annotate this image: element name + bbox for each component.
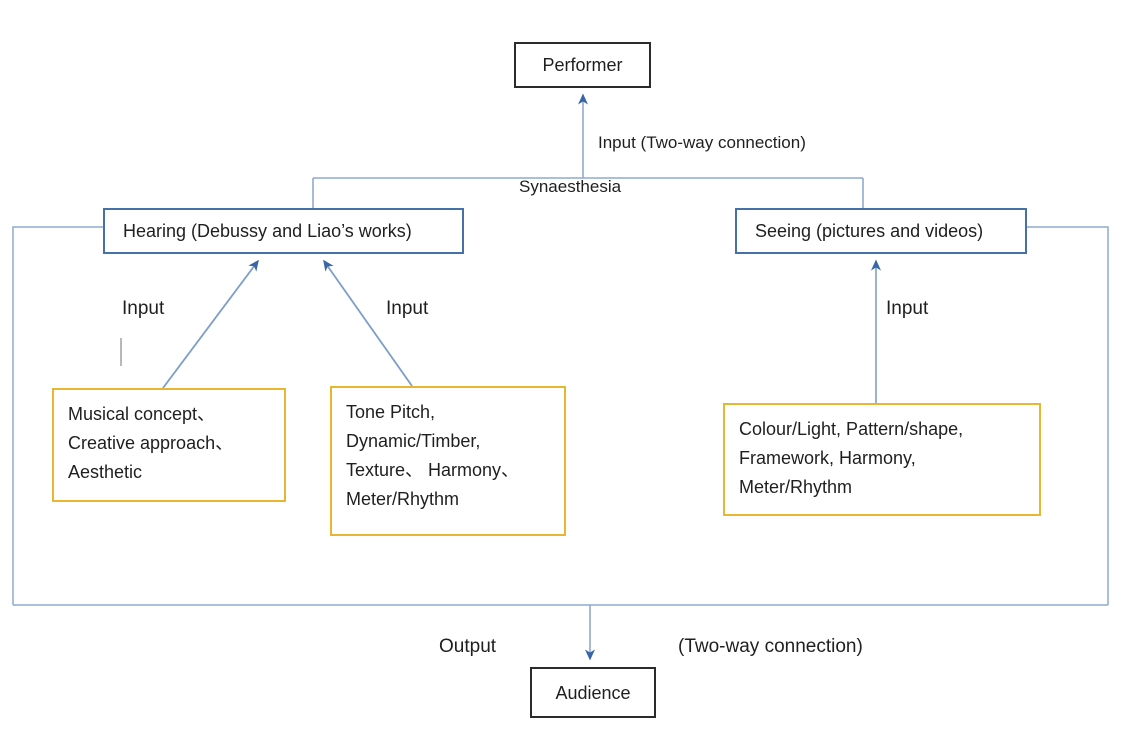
node-hearing-label: Hearing (Debussy and Liao’s works) [123, 221, 412, 241]
node-performer-label: Performer [542, 55, 623, 75]
node-hearing-attributes-left-label: Musical concept、 Creative approach、 Aest… [68, 404, 234, 483]
edge-label-output: Output [439, 636, 497, 657]
edge-label-synaesthesia: Synaesthesia [519, 177, 622, 196]
edge-musical-concept-to-hearing [162, 259, 259, 389]
node-seeing[interactable]: Seeing (pictures and videos) [735, 208, 1027, 254]
node-seeing-attributes[interactable]: Colour/Light, Pattern/shape, Framework, … [723, 403, 1041, 516]
node-seeing-label: Seeing (pictures and videos) [755, 221, 984, 241]
node-audience[interactable]: Audience [530, 667, 656, 718]
node-hearing[interactable]: Hearing (Debussy and Liao’s works) [103, 208, 464, 254]
node-performer[interactable]: Performer [514, 42, 651, 88]
node-hearing-attributes-left[interactable]: Musical concept、 Creative approach、 Aest… [52, 388, 286, 502]
edge-tone-pitch-to-hearing [323, 259, 413, 387]
edge-label-input-hearing-left: Input [122, 298, 165, 319]
edge-label-input-performer: Input (Two-way connection) [598, 133, 806, 152]
edge-label-input-seeing: Input [886, 298, 929, 319]
node-hearing-attributes-right-label: Tone Pitch, Dynamic/Timber, Texture、 Har… [346, 402, 520, 510]
node-seeing-attributes-label: Colour/Light, Pattern/shape, Framework, … [739, 419, 964, 498]
node-audience-label: Audience [555, 682, 631, 703]
edge-label-twoway-bottom: (Two-way connection) [678, 636, 863, 657]
edge-label-input-hearing-right: Input [386, 298, 429, 319]
node-hearing-attributes-right[interactable]: Tone Pitch, Dynamic/Timber, Texture、 Har… [330, 386, 566, 536]
